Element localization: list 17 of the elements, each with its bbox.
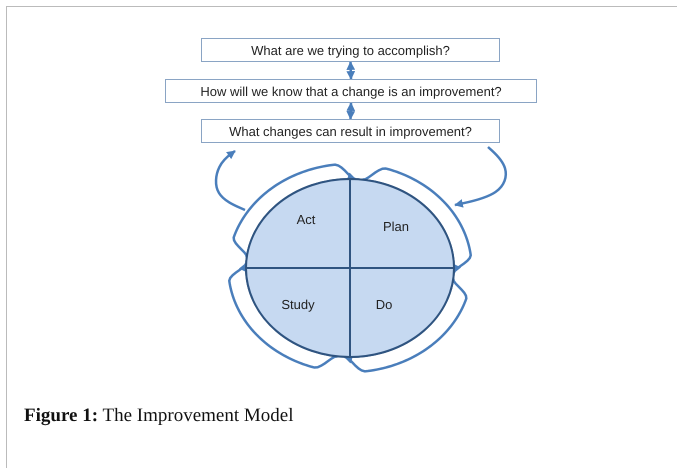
arrow bbox=[344, 278, 468, 373]
cycle-quadrant: Plan bbox=[350, 179, 454, 268]
arrow bbox=[232, 163, 356, 258]
cycle-quadrant: Study bbox=[246, 268, 350, 357]
arrow bbox=[214, 150, 246, 212]
question-box: What are we trying to accomplish? bbox=[201, 38, 500, 62]
arrow bbox=[346, 102, 356, 120]
arrow bbox=[346, 61, 356, 80]
arrow bbox=[362, 167, 472, 274]
cycle-ellipse bbox=[246, 179, 454, 357]
arrow bbox=[228, 262, 338, 369]
figure-caption: Figure 1: The Improvement Model bbox=[24, 405, 294, 427]
arrow bbox=[454, 146, 508, 208]
question-box: How will we know that a change is an improvement? bbox=[165, 79, 537, 103]
cycle-quadrant: Do bbox=[350, 268, 454, 357]
cycle-quadrant: Act bbox=[246, 179, 350, 268]
question-box: What changes can result in improvement? bbox=[201, 119, 500, 143]
